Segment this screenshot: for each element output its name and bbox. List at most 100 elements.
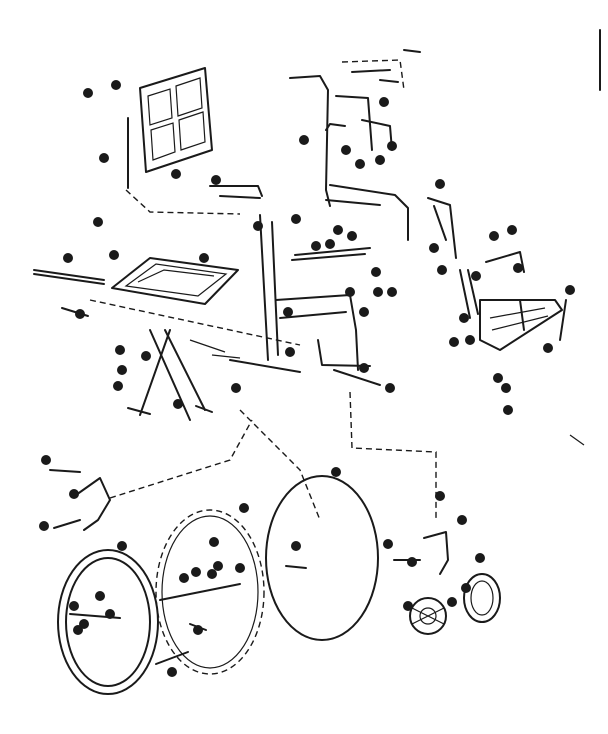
callout-marker: [253, 221, 263, 231]
callout-marker: [115, 345, 125, 355]
callout-dot: [239, 503, 249, 513]
callout-marker: [193, 625, 203, 635]
callout-dot: [285, 347, 295, 357]
callout-dot: [373, 287, 383, 297]
callout-marker: [407, 557, 417, 567]
callout-dot: [213, 561, 223, 571]
callout-marker: [429, 243, 439, 253]
callout-dot: [475, 553, 485, 563]
callout-marker: [39, 521, 49, 531]
callout-dot: [435, 179, 445, 189]
seat-pan: [33, 257, 301, 346]
callout-marker: [63, 253, 73, 263]
callout-marker: [235, 563, 245, 573]
callout-marker: [191, 567, 201, 577]
callout-dot: [379, 97, 389, 107]
callout-dot: [387, 287, 397, 297]
callout-dot: [447, 597, 457, 607]
callout-marker: [383, 539, 393, 549]
callout-dot: [375, 155, 385, 165]
callout-dot: [387, 141, 397, 151]
callout-dot: [311, 241, 321, 251]
callout-marker: [355, 159, 365, 169]
brake-lever: [49, 469, 111, 531]
callout-marker: [291, 214, 301, 224]
hand-rim: [155, 509, 265, 675]
callout-dot: [283, 307, 293, 317]
callout-dot: [565, 285, 575, 295]
hardware-fasteners: [69, 49, 421, 665]
callout-marker: [179, 573, 189, 583]
callout-dot: [471, 271, 481, 281]
callout-dot: [503, 405, 513, 415]
callout-marker: [503, 405, 513, 415]
callout-marker: [471, 271, 481, 281]
callout-dot: [199, 253, 209, 263]
callout-dot: [403, 601, 413, 611]
callout-marker: [403, 601, 413, 611]
callout-dot: [41, 455, 51, 465]
callout-dot: [117, 365, 127, 375]
callout-dot: [543, 343, 553, 353]
cross-brace-assembly: [61, 307, 241, 421]
callout-dot: [359, 307, 369, 317]
callout-dot: [69, 489, 79, 499]
callout-dot: [291, 541, 301, 551]
side-frame: [229, 214, 381, 386]
callout-dot: [193, 625, 203, 635]
callout-marker: [199, 253, 209, 263]
callout-marker: [489, 231, 499, 241]
callout-dot: [141, 351, 151, 361]
callout-marker: [543, 343, 553, 353]
callout-dot: [173, 399, 183, 409]
callout-dot: [63, 253, 73, 263]
callout-dot: [331, 467, 341, 477]
callout-marker: [69, 601, 79, 611]
callout-marker: [325, 239, 335, 249]
callout-dot: [93, 217, 103, 227]
callout-marker: [75, 309, 85, 319]
callout-marker: [375, 155, 385, 165]
callout-marker: [285, 347, 295, 357]
callout-dot: [501, 383, 511, 393]
callout-marker: [475, 553, 485, 563]
callout-marker: [299, 135, 309, 145]
callout-dot: [235, 563, 245, 573]
callout-dot: [231, 383, 241, 393]
callout-marker: [111, 80, 121, 90]
callout-dot: [489, 231, 499, 241]
caster-hub: [409, 597, 447, 635]
callout-marker: [465, 335, 475, 345]
callout-dot: [513, 263, 523, 273]
callout-dot: [345, 287, 355, 297]
callout-dot: [111, 80, 121, 90]
push-handle-assembly: [209, 59, 409, 241]
callout-dot: [359, 363, 369, 373]
callout-dot: [115, 345, 125, 355]
callout-marker: [105, 609, 115, 619]
callout-dot: [325, 239, 335, 249]
callout-marker: [69, 489, 79, 499]
callout-dot: [355, 159, 365, 169]
callout-dot: [109, 250, 119, 260]
callout-marker: [385, 383, 395, 393]
callout-marker: [173, 399, 183, 409]
caster-tire: [463, 573, 501, 623]
callout-marker: [449, 337, 459, 347]
callout-marker: [513, 263, 523, 273]
callout-dot: [341, 145, 351, 155]
callout-marker: [437, 265, 447, 275]
callout-marker: [93, 217, 103, 227]
callout-dot: [179, 573, 189, 583]
callout-dot: [209, 537, 219, 547]
footrest-bracket-assembly: [427, 197, 585, 446]
rear-wheel-rim: [57, 549, 159, 695]
callout-marker: [331, 467, 341, 477]
callout-dot: [105, 609, 115, 619]
callout-marker: [113, 381, 123, 391]
leader-line: [349, 391, 437, 520]
callout-marker: [359, 363, 369, 373]
callout-marker: [213, 561, 223, 571]
callout-dot: [437, 265, 447, 275]
